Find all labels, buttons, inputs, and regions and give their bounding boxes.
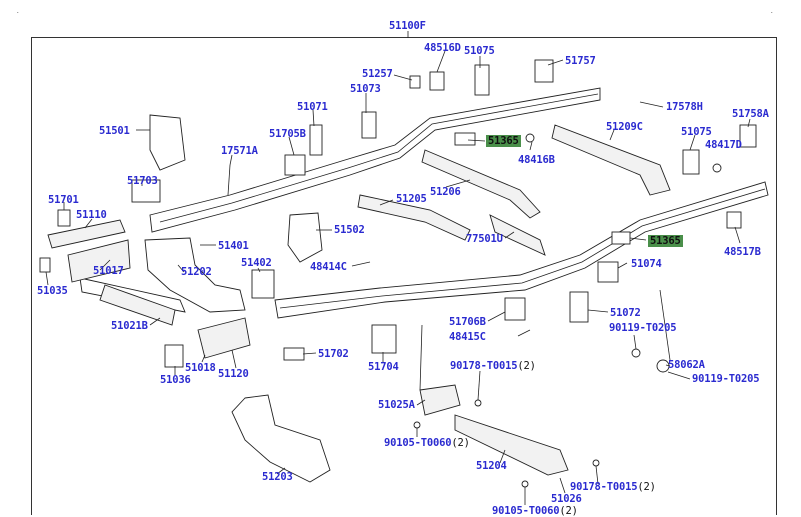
part-label-51203[interactable]: 51203	[262, 471, 293, 483]
part-label-51703[interactable]: 51703	[127, 175, 158, 187]
part-qty: (2)	[637, 481, 656, 493]
part-label-77501U[interactable]: 77501U	[466, 233, 503, 245]
part-qty: (2)	[451, 437, 470, 449]
part-label-51758A[interactable]: 51758A	[732, 108, 769, 120]
part-label-51206[interactable]: 51206	[430, 186, 461, 198]
part-label-51035[interactable]: 51035	[37, 285, 68, 297]
part-label-51110[interactable]: 51110	[76, 209, 107, 221]
part-label-17578H[interactable]: 17578H	[666, 101, 703, 113]
part-label-48517B[interactable]: 48517B	[724, 246, 761, 258]
part-label-51757[interactable]: 51757	[565, 55, 596, 67]
part-label-51401[interactable]: 51401	[218, 240, 249, 252]
part-label-51365-highlighted[interactable]: 51365	[486, 135, 521, 147]
part-label-51706B[interactable]: 51706B	[449, 316, 486, 328]
part-number: 90105-T0060	[384, 437, 452, 449]
part-label-51073[interactable]: 51073	[350, 83, 381, 95]
part-label-17571A[interactable]: 17571A	[221, 145, 258, 157]
highlight-51365-b: 51365	[648, 235, 683, 247]
highlight-51365-a: 51365	[486, 135, 521, 147]
assembly-label[interactable]: 51100F	[389, 20, 426, 32]
part-label-51365-highlighted-right[interactable]: 51365	[648, 235, 683, 247]
part-label-51205[interactable]: 51205	[396, 193, 427, 205]
part-label-51017[interactable]: 51017	[93, 265, 124, 277]
part-label-51075-right[interactable]: 51075	[681, 126, 712, 138]
part-number: 90178-T0015	[450, 360, 518, 372]
part-label-90178-T0015-top[interactable]: 90178-T0015(2)	[450, 360, 536, 372]
part-label-48516D[interactable]: 48516D	[424, 42, 461, 54]
part-label-90105-T0060-bottom[interactable]: 90105-T0060(2)	[492, 505, 578, 517]
part-label-90178-T0015-bottom[interactable]: 90178-T0015(2)	[570, 481, 656, 493]
part-label-48415C[interactable]: 48415C	[449, 331, 486, 343]
part-label-51202[interactable]: 51202	[181, 266, 212, 278]
part-label-51402[interactable]: 51402	[241, 257, 272, 269]
part-label-51501[interactable]: 51501	[99, 125, 130, 137]
part-label-51705B[interactable]: 51705B	[269, 128, 306, 140]
part-label-90119-T0205-lower[interactable]: 90119-T0205	[692, 373, 760, 385]
diagram-frame	[31, 37, 777, 515]
part-label-48417D[interactable]: 48417D	[705, 139, 742, 151]
part-label-51120[interactable]: 51120	[218, 368, 249, 380]
part-label-48416B[interactable]: 48416B	[518, 154, 555, 166]
part-label-90105-T0060-left[interactable]: 90105-T0060(2)	[384, 437, 470, 449]
part-label-51704[interactable]: 51704	[368, 361, 399, 373]
svg-text:.: .	[770, 8, 774, 15]
part-label-51071[interactable]: 51071	[297, 101, 328, 113]
part-label-51021B[interactable]: 51021B	[111, 320, 148, 332]
part-label-51702[interactable]: 51702	[318, 348, 349, 360]
part-label-51075[interactable]: 51075	[464, 45, 495, 57]
part-label-51026[interactable]: 51026	[551, 493, 582, 505]
part-label-58062A[interactable]: 58062A	[668, 359, 705, 371]
svg-text:.: .	[16, 8, 20, 15]
part-label-51209C[interactable]: 51209C	[606, 121, 643, 133]
part-label-51074[interactable]: 51074	[631, 258, 662, 270]
part-label-51204[interactable]: 51204	[476, 460, 507, 472]
part-label-90119-T0205[interactable]: 90119-T0205	[609, 322, 677, 334]
part-qty: (2)	[517, 360, 536, 372]
part-label-51701[interactable]: 51701	[48, 194, 79, 206]
part-label-51025A[interactable]: 51025A	[378, 399, 415, 411]
part-label-51072[interactable]: 51072	[610, 307, 641, 319]
part-qty: (2)	[559, 505, 578, 517]
part-number: 90178-T0015	[570, 481, 638, 493]
part-label-51257[interactable]: 51257	[362, 68, 393, 80]
part-label-51502[interactable]: 51502	[334, 224, 365, 236]
part-label-51036[interactable]: 51036	[160, 374, 191, 386]
part-label-51018[interactable]: 51018	[185, 362, 216, 374]
part-number: 90105-T0060	[492, 505, 560, 517]
part-label-48414C[interactable]: 48414C	[310, 261, 347, 273]
